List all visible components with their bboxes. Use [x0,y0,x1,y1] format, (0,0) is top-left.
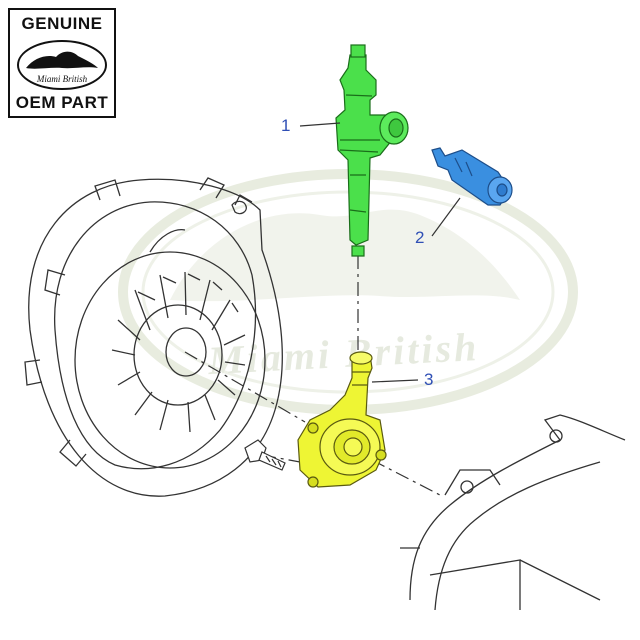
clutch-pressure-plate [24,177,283,497]
bellhousing-flange [400,414,626,611]
part-1-pipe [335,44,409,257]
logo-text: Miami British [36,74,88,84]
callout-3: 3 [424,370,434,389]
badge-bottom-text: OEM PART [15,93,109,112]
part-3-slave-cylinder [297,351,387,488]
mounting-bolt [244,439,286,471]
callout-2: 2 [415,228,425,247]
badge-top-text: GENUINE [21,14,103,33]
leader-lines [299,122,461,383]
genuine-oem-badge: GENUINE Miami British OEM PART [8,8,116,118]
callout-1: 1 [281,116,291,135]
part-2-bleed-fitting [431,147,513,206]
miami-british-logo: Miami British [17,40,107,90]
